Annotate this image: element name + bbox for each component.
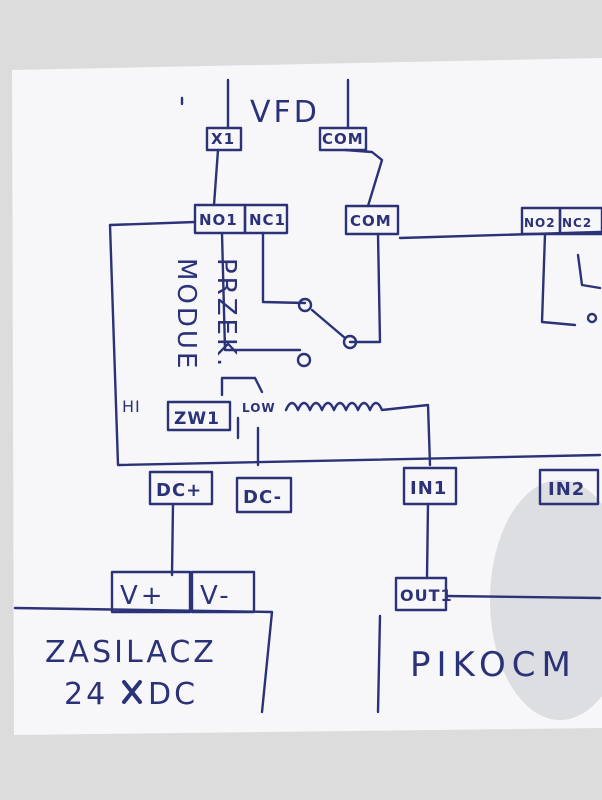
low-label: LOW [242,401,276,415]
dc-minus-terminal [235,476,293,514]
module-title-line2: PRZEK. [211,258,241,369]
nc-contact [297,297,313,313]
vfd-com-terminal [318,126,368,152]
relay-module: HI NO1 NC1 COM NO2 NC2 MODUE PRZEK. ZW1 … [108,203,602,514]
module-hi-label: HI [122,397,141,416]
com-terminal [344,204,400,236]
vfd-block: VFD X1 COM [180,78,368,152]
strike-mark [122,680,142,704]
no1-label: NO1 [199,211,238,229]
nc1-terminal [243,203,289,235]
dc-minus-label: DC- [243,487,282,508]
coil-wire [284,401,432,467]
out1-label: OUT1 [400,586,453,605]
wire-com-com [343,148,384,208]
pico-block: OUT1 PIKOCM [376,576,602,714]
paper-sheet [12,58,602,735]
nc2-terminal [558,206,602,236]
power-supply-type: DC [148,677,198,712]
com-contact [342,334,358,350]
in2-label: IN2 [548,479,585,500]
dc-plus-terminal [148,470,214,506]
in1-terminal [402,466,458,506]
vfd-com-label: COM [322,130,364,148]
v-plus-label: V+ [120,581,166,611]
nc1-label: NC1 [249,211,286,229]
nc2-label: NC2 [562,216,592,230]
pico-title: PIKOCM [410,645,577,685]
switch-arm [310,308,347,340]
v-plus-terminal [110,570,192,614]
power-supply: V+ V- ZASILACZ 24 DC [13,570,274,714]
dc-plus-label: DC+ [156,480,202,501]
no-contact [296,352,312,368]
power-supply-name: ZASILACZ [45,635,217,670]
paper-shadow [490,480,602,720]
wire-in1-out1 [425,502,430,580]
in1-label: IN1 [410,478,447,499]
power-supply-voltage: 24 [64,677,108,712]
v-minus-label: V- [200,581,232,611]
no2-label: NO2 [524,216,556,230]
in2-terminal [538,468,600,506]
vfd-x1-label: X1 [211,130,235,148]
wire-dc-plus-v-plus [170,502,175,577]
vfd-x1-terminal [205,126,243,152]
com-label: COM [350,212,392,230]
zw1-terminal [166,400,232,432]
vfd-title: VFD [250,95,320,130]
module-title-line1: MODUE [171,258,201,371]
out1-terminal [394,576,448,612]
wire-x1-no1 [212,148,220,207]
zw1-label: ZW1 [174,409,220,429]
